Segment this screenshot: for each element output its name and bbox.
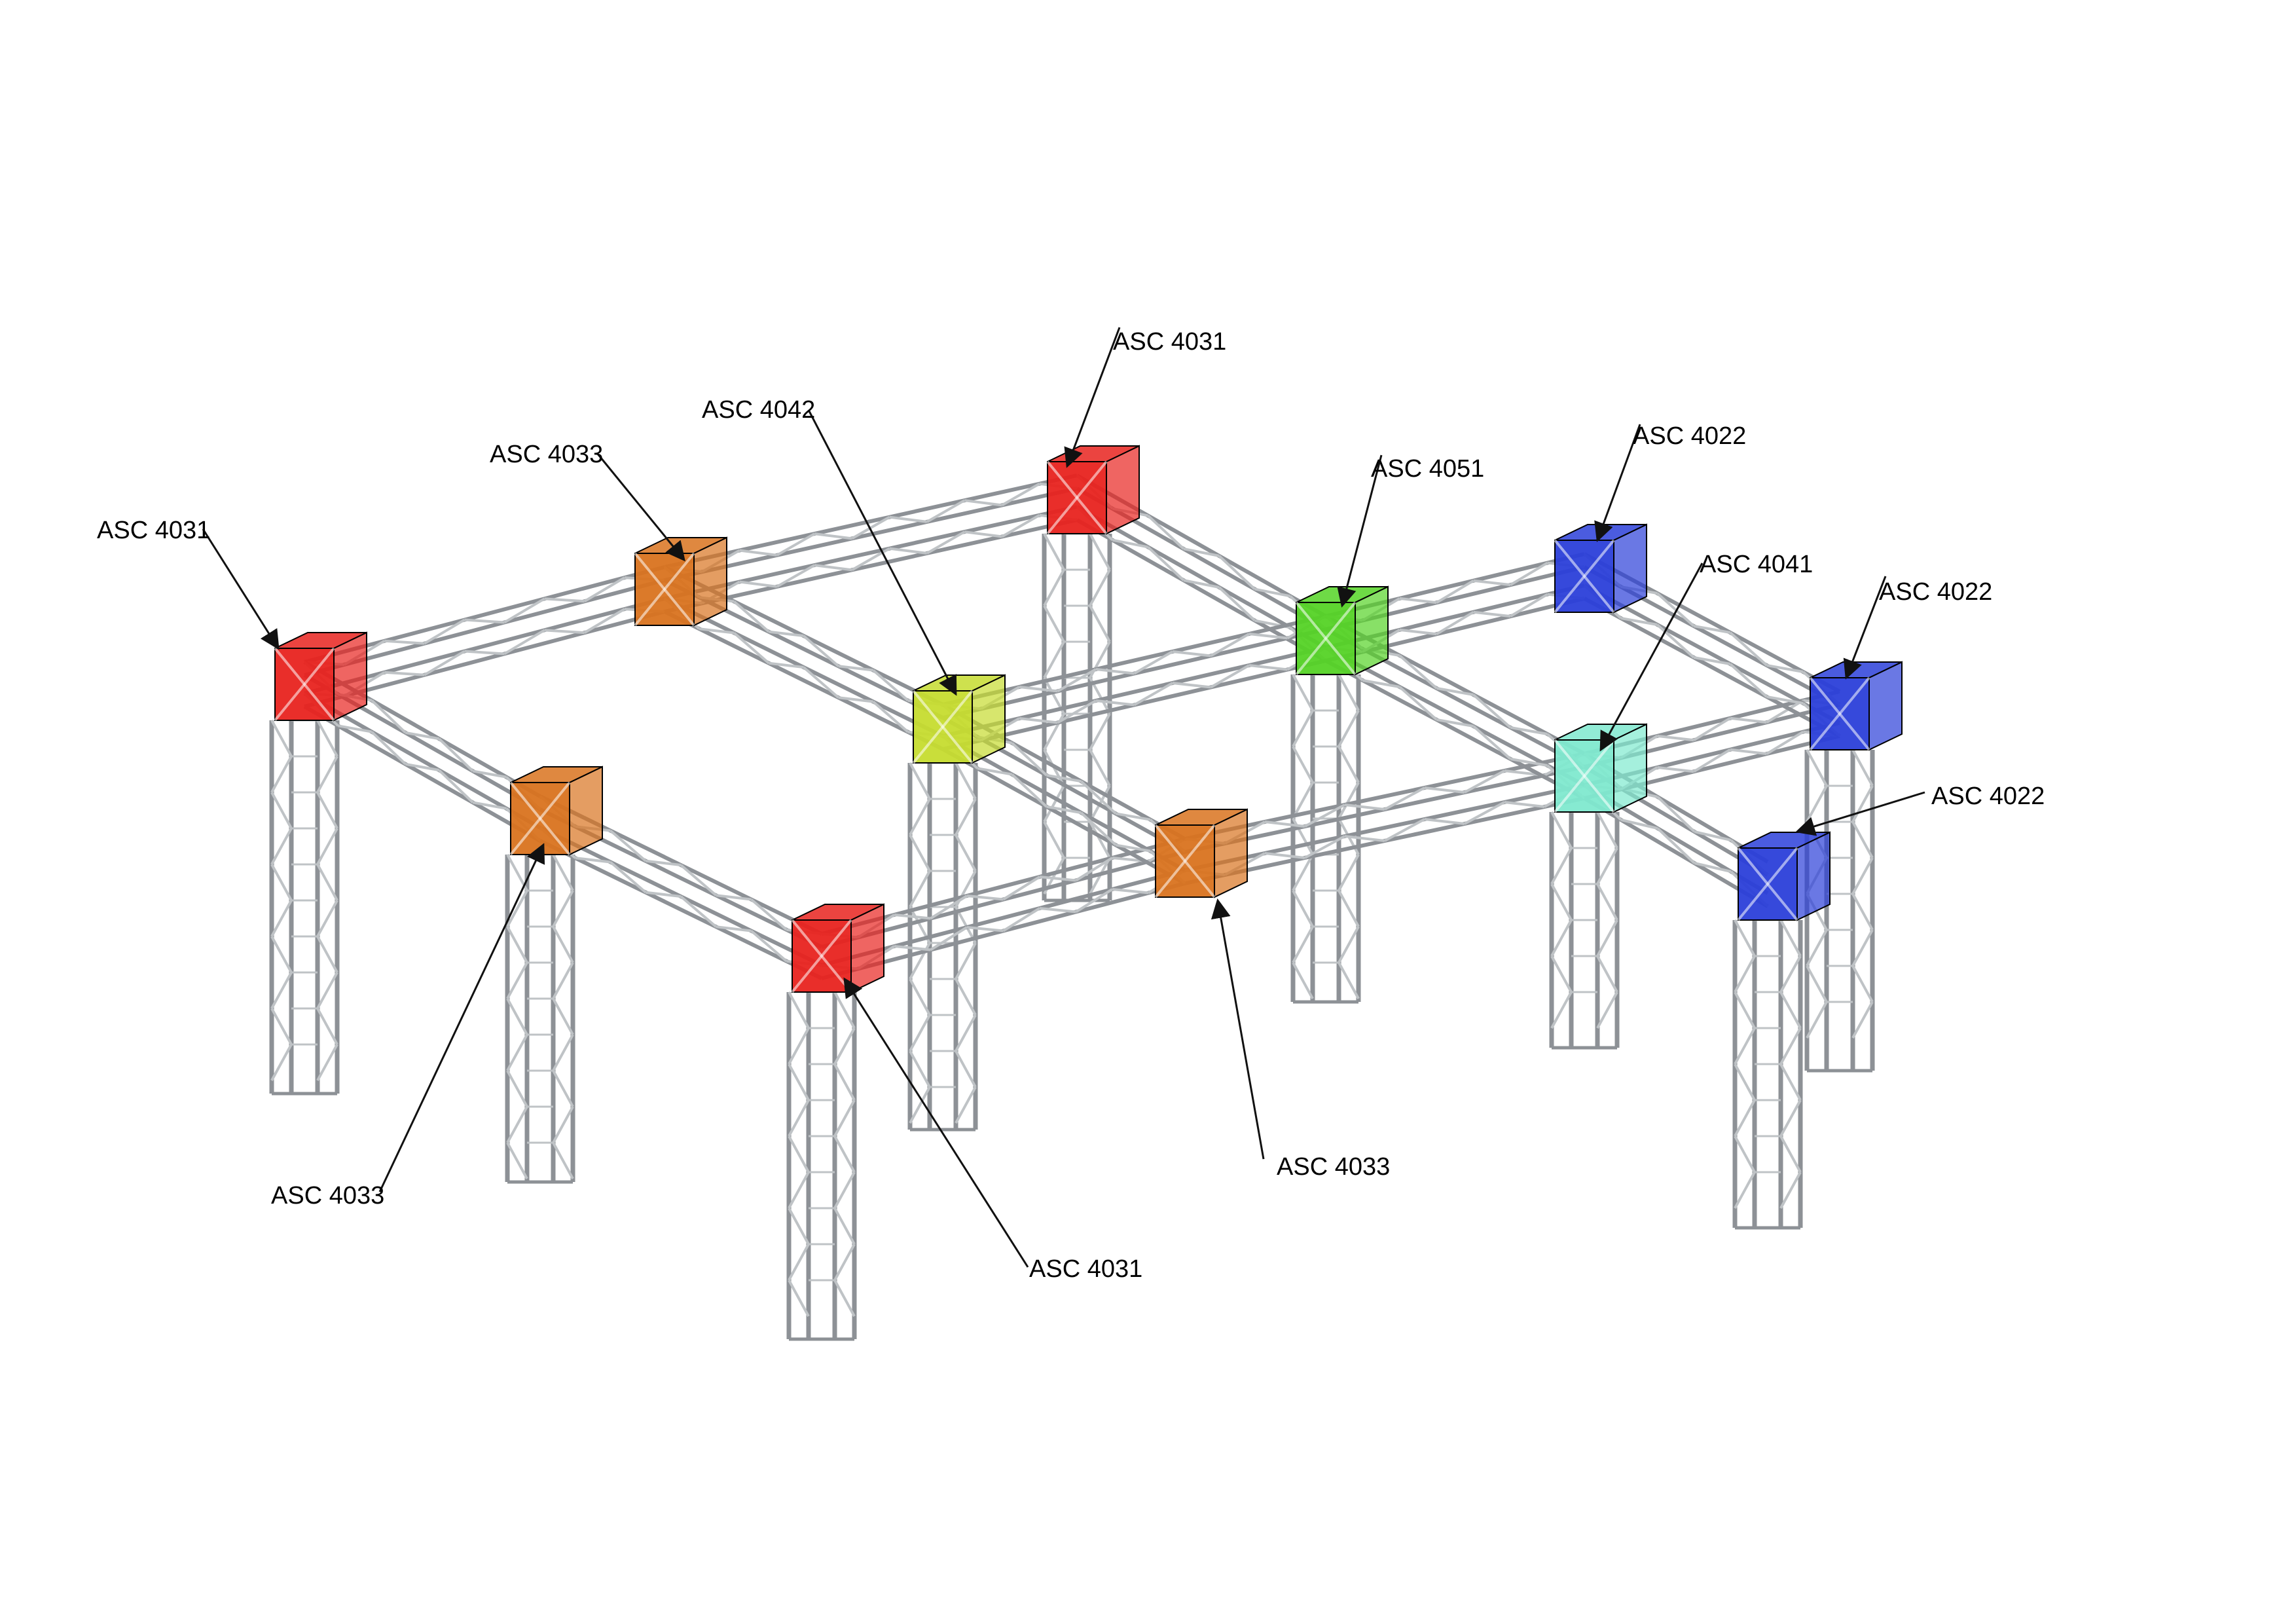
leader-asc-4051	[1337, 454, 1383, 608]
leader-asc-4022-lower-right	[1795, 791, 1925, 836]
truss-leg-9	[1732, 919, 1803, 1230]
leader-asc-4031-top	[1064, 327, 1121, 468]
callout-label-asc-4022-lower-right: ASC 4022	[1931, 783, 2045, 810]
node-asc-4031-front	[791, 903, 884, 993]
callout-label-asc-4033-top-left: ASC 4033	[490, 441, 603, 468]
callout-label-asc-4031-top: ASC 4031	[1113, 328, 1226, 356]
callout-label-asc-4033-bottom-left: ASC 4033	[271, 1182, 384, 1209]
leader-asc-4031-bottom	[843, 977, 1029, 1268]
leader-asc-4033-bottom-left	[378, 843, 545, 1192]
node-asc-4022-right	[1809, 661, 1903, 751]
node-asc-4041	[1554, 723, 1647, 813]
truss-leg-4	[505, 853, 575, 1184]
node-asc-4031-left	[274, 631, 367, 722]
callout-leaders	[202, 327, 1925, 1268]
truss-leg-1	[269, 719, 340, 1096]
truss-beam-12	[942, 614, 1326, 751]
leader-asc-4033-front	[1211, 898, 1265, 1160]
callout-label-asc-4022-right: ASC 4022	[1879, 578, 1992, 606]
callout-label-asc-4042: ASC 4042	[702, 396, 815, 424]
leader-asc-4042	[807, 409, 957, 696]
node-asc-4042	[912, 674, 1006, 764]
truss-leg-6	[1290, 673, 1361, 1004]
leader-asc-4033-top-left	[596, 452, 685, 562]
leader-asc-4022-right	[1843, 576, 1887, 680]
callout-label-asc-4022-top: ASC 4022	[1633, 422, 1746, 450]
node-asc-4033-front-mid	[1154, 808, 1248, 898]
leader-asc-4031-left	[202, 528, 280, 650]
truss-leg-7	[1549, 811, 1620, 1050]
leader-asc-4022-top	[1594, 424, 1641, 542]
leader-asc-4041	[1599, 563, 1704, 752]
node-asc-4031-back	[1046, 445, 1140, 535]
truss-connector-nodes	[274, 445, 1903, 993]
truss-leg-5	[786, 991, 857, 1341]
node-asc-4022-back	[1554, 523, 1647, 614]
node-asc-4022-lower-right	[1737, 831, 1831, 921]
callout-label-asc-4041: ASC 4041	[1700, 551, 1813, 578]
callout-label-asc-4051: ASC 4051	[1371, 455, 1484, 483]
callout-labels: ASC 4031 ASC 4033 ASC 4042 ASC 4031 ASC …	[97, 328, 2045, 1283]
callout-label-asc-4033-front: ASC 4033	[1277, 1153, 1390, 1181]
node-asc-4051	[1295, 585, 1389, 676]
callout-label-asc-4031-bottom: ASC 4031	[1029, 1255, 1142, 1283]
truss-legs	[269, 532, 1875, 1341]
node-asc-4033-back-left	[634, 536, 727, 627]
callout-label-asc-4031-left: ASC 4031	[97, 517, 210, 544]
truss-leg-8	[1804, 748, 1875, 1073]
truss-leg-3	[907, 762, 978, 1132]
node-asc-4033-front-left	[509, 766, 603, 856]
